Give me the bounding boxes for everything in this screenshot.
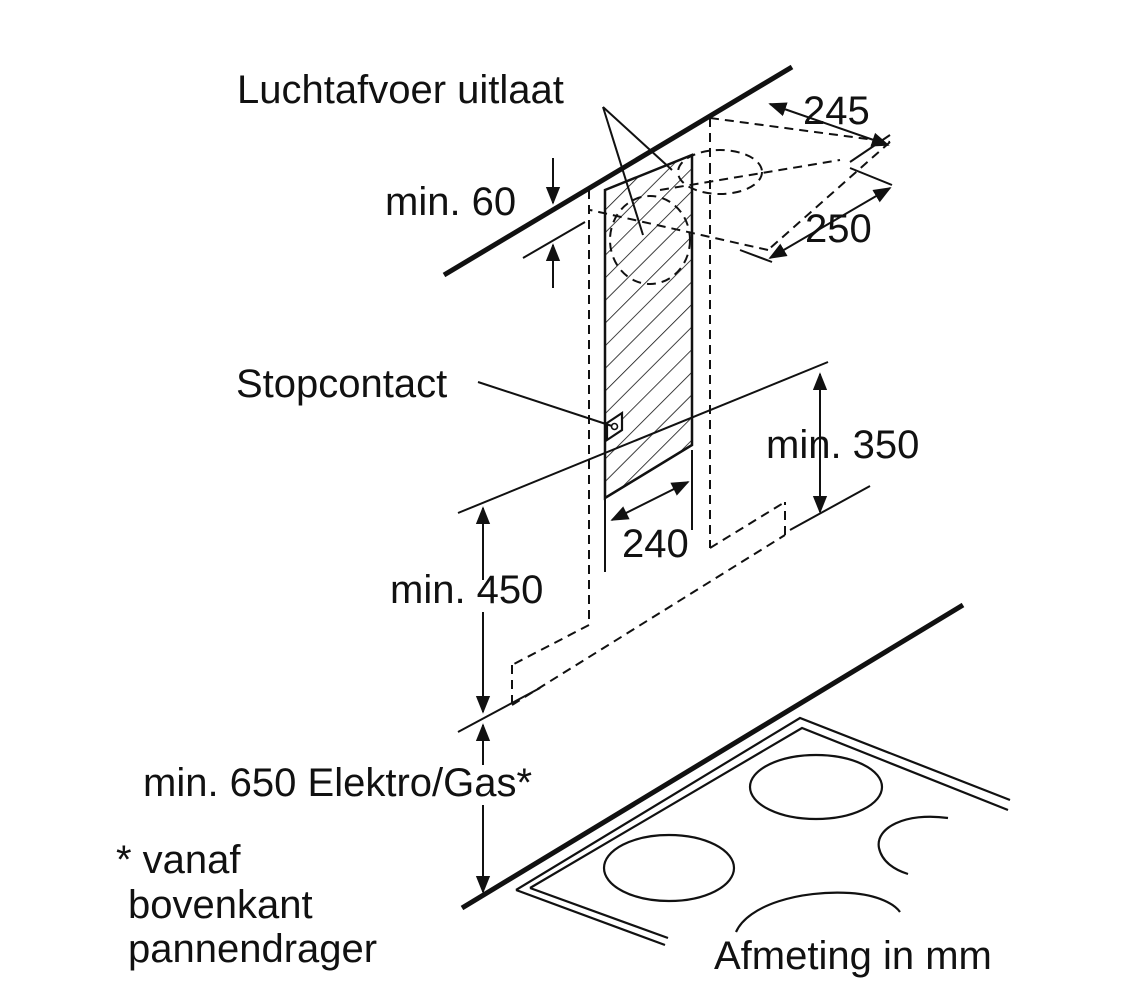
label-socket: Stopcontact [236,362,447,406]
cooktop [515,716,1011,947]
dimension-min-350 [789,372,871,531]
label-240: 240 [622,522,689,566]
ref-line-hood-bottom [457,687,541,733]
cooking-zone-front-right [734,891,901,933]
dimension-250 [739,167,893,263]
dimension-min-60 [522,158,586,288]
cooktop-top-edge [460,602,965,911]
cooking-zones [602,753,949,933]
ref-line-mid [457,361,829,514]
hood-outline [511,165,786,706]
dimension-245 [768,102,891,163]
label-min-450: min. 450 [390,568,543,612]
cooking-zone-front-left [602,833,736,903]
footnote-line-3: pannendrager [128,927,377,971]
hatched-mounting-zone [603,153,694,501]
label-min-350: min. 350 [766,423,919,467]
cooking-zone-back-left [748,753,884,821]
label-250: 250 [805,207,872,251]
footnote-line-2: bovenkant [128,883,313,927]
label-min-650: min. 650 Elektro/Gas* [143,761,532,805]
dimension-240 [604,450,693,572]
label-245: 245 [803,89,870,133]
ceiling-line [442,64,794,278]
label-units: Afmeting in mm [714,934,992,978]
label-air-outlet: Luchtafvoer uitlaat [237,68,564,112]
footnote-line-1: * vanaf [116,838,241,882]
leader-lines [477,106,673,427]
label-min-60: min. 60 [385,180,516,224]
cooking-zone-back-right [877,815,949,876]
